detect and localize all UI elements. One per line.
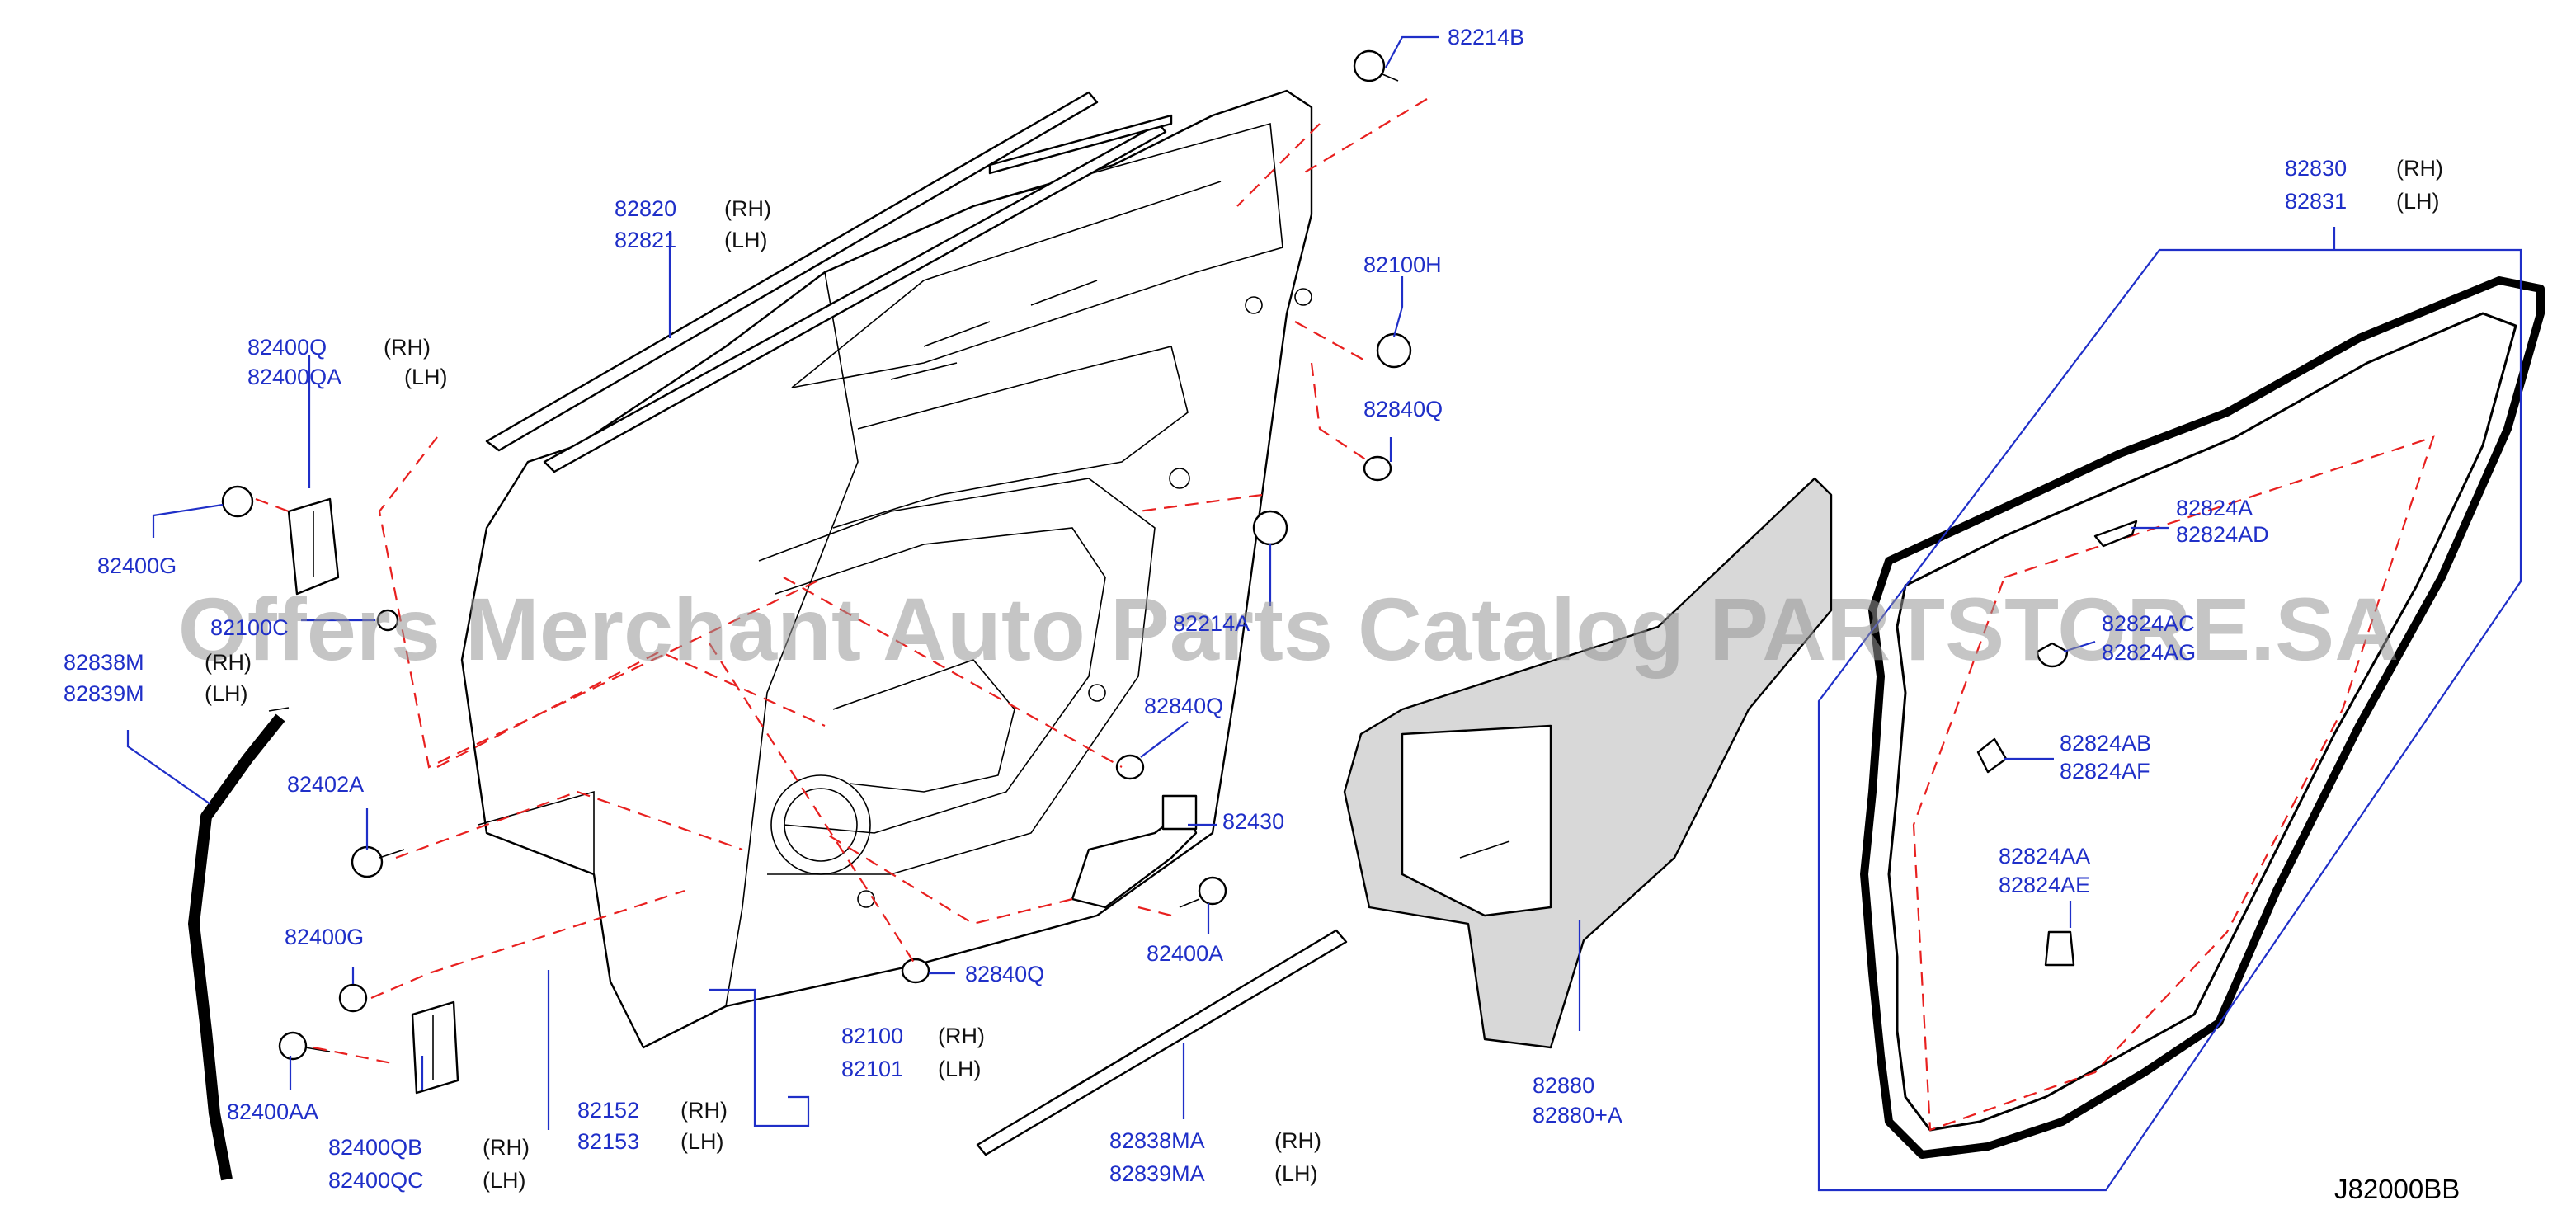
- part-number-82153[interactable]: 82153: [577, 1129, 639, 1154]
- part-number-82838M[interactable]: 82838M: [64, 650, 144, 675]
- door-weatherstrip-82830[interactable]: [1860, 276, 2545, 1159]
- part-number-82840Q-top[interactable]: 82840Q: [1363, 397, 1443, 421]
- grommet-82840Q-mid[interactable]: [1115, 754, 1145, 780]
- part-number-82400G-bot[interactable]: 82400G: [285, 925, 364, 949]
- hinge-lower-82400QB[interactable]: [411, 1000, 459, 1095]
- side-lh: (LH): [680, 1129, 724, 1154]
- part-number-82880A[interactable]: 82880+A: [1533, 1103, 1622, 1127]
- bolt-82214A[interactable]: [1252, 510, 1288, 546]
- part-number-82824AD[interactable]: 82824AD: [2176, 522, 2269, 547]
- bolt-82100C[interactable]: [376, 609, 399, 632]
- grommet-82840Q-top[interactable]: [1363, 455, 1392, 482]
- door-seal-vertical-82838M[interactable]: [188, 707, 290, 1181]
- hinge-upper-82400Q[interactable]: [287, 497, 340, 596]
- bolt-82400AA[interactable]: [278, 1031, 331, 1061]
- watermark: Offers Merchant Auto Parts Catalog PARTS…: [178, 579, 2399, 679]
- part-number-82824AA[interactable]: 82824AA: [1999, 844, 2090, 869]
- part-number-82402A[interactable]: 82402A: [287, 772, 364, 797]
- part-number-82400Q[interactable]: 82400Q: [247, 335, 327, 360]
- bolt-82402A[interactable]: [351, 845, 405, 878]
- part-number-82214B[interactable]: 82214B: [1448, 25, 1524, 49]
- nut-82400G-top[interactable]: [221, 485, 254, 518]
- assembly-lines: [255, 98, 1428, 1066]
- side-lh: (LH): [483, 1168, 526, 1193]
- part-number-82820[interactable]: 82820: [615, 196, 676, 221]
- side-rh: (RH): [680, 1098, 728, 1123]
- part-number-82152[interactable]: 82152: [577, 1098, 639, 1123]
- clip-82824AA[interactable]: [2044, 930, 2075, 967]
- side-lh: (LH): [205, 681, 248, 706]
- side-rh: (RH): [2396, 156, 2443, 181]
- part-number-82214A[interactable]: 82214A: [1173, 611, 1250, 636]
- part-number-82824AG[interactable]: 82824AG: [2102, 640, 2196, 665]
- side-rh: (RH): [205, 650, 252, 675]
- part-number-82400QA[interactable]: 82400QA: [247, 365, 341, 389]
- side-rh: (RH): [1274, 1128, 1321, 1153]
- door-shell-82100[interactable]: [460, 89, 1313, 1049]
- part-number-82400A[interactable]: 82400A: [1147, 941, 1223, 966]
- part-number-82880[interactable]: 82880: [1533, 1073, 1594, 1098]
- side-rh: (RH): [384, 335, 431, 360]
- part-number-82840Q-bot[interactable]: 82840Q: [965, 962, 1044, 986]
- nut-82400G-bot[interactable]: [338, 983, 368, 1013]
- part-number-82838MA[interactable]: 82838MA: [1109, 1128, 1205, 1153]
- side-lh: (LH): [1274, 1161, 1318, 1186]
- side-lh: (LH): [724, 228, 768, 252]
- part-number-82100[interactable]: 82100: [841, 1024, 903, 1048]
- side-lh: (LH): [404, 365, 448, 389]
- part-number-82824AC[interactable]: 82824AC: [2102, 611, 2195, 636]
- part-number-82839M[interactable]: 82839M: [64, 681, 144, 706]
- side-lh: (LH): [938, 1057, 982, 1081]
- door-seal-lower-82838MA[interactable]: [976, 929, 1348, 1156]
- door-check-link-82430[interactable]: [1071, 794, 1198, 909]
- part-number-82824AF[interactable]: 82824AF: [2060, 759, 2150, 784]
- part-number-82400G-top[interactable]: 82400G: [97, 553, 177, 578]
- part-number-82830[interactable]: 82830: [2285, 156, 2347, 181]
- side-rh: (RH): [724, 196, 771, 221]
- part-number-82100H[interactable]: 82100H: [1363, 252, 1442, 277]
- clip-82824A[interactable]: [2093, 520, 2138, 548]
- leader-lines: [126, 35, 2522, 1192]
- part-number-82101[interactable]: 82101: [841, 1057, 903, 1081]
- side-rh: (RH): [483, 1135, 530, 1160]
- door-insulator-82880[interactable]: [1343, 477, 1833, 1049]
- side-rh: (RH): [938, 1024, 985, 1048]
- clip-82824AC[interactable]: [2036, 642, 2069, 668]
- bolt-82400A[interactable]: [1179, 876, 1227, 908]
- grommet-82840Q-bot[interactable]: [901, 958, 930, 984]
- part-number-82100C[interactable]: 82100C: [210, 615, 289, 640]
- part-number-82839MA[interactable]: 82839MA: [1109, 1161, 1205, 1186]
- part-number-82400QB[interactable]: 82400QB: [328, 1135, 422, 1160]
- callouts: 82214B 82820 (RH) 82821 (LH) 82100H 8284…: [64, 25, 2460, 1204]
- side-lh: (LH): [2396, 189, 2440, 214]
- part-number-82824AB[interactable]: 82824AB: [2060, 731, 2151, 756]
- part-number-82430[interactable]: 82430: [1222, 809, 1284, 834]
- part-number-82821[interactable]: 82821: [615, 228, 676, 252]
- part-number-82824A[interactable]: 82824A: [2176, 496, 2253, 520]
- part-number-82840Q-mid[interactable]: 82840Q: [1144, 694, 1223, 718]
- part-number-82400QC[interactable]: 82400QC: [328, 1168, 424, 1193]
- bumper-82100H[interactable]: [1376, 332, 1412, 369]
- bolt-82214B[interactable]: [1353, 49, 1399, 82]
- window-sash-molding-82820[interactable]: [485, 91, 1173, 473]
- part-number-82400AA[interactable]: 82400AA: [227, 1099, 318, 1124]
- part-number-82831[interactable]: 82831: [2285, 189, 2347, 214]
- diagram-code: J82000BB: [2334, 1174, 2460, 1204]
- part-number-82824AE[interactable]: 82824AE: [1999, 873, 2090, 897]
- clip-82824AB[interactable]: [1976, 737, 2008, 774]
